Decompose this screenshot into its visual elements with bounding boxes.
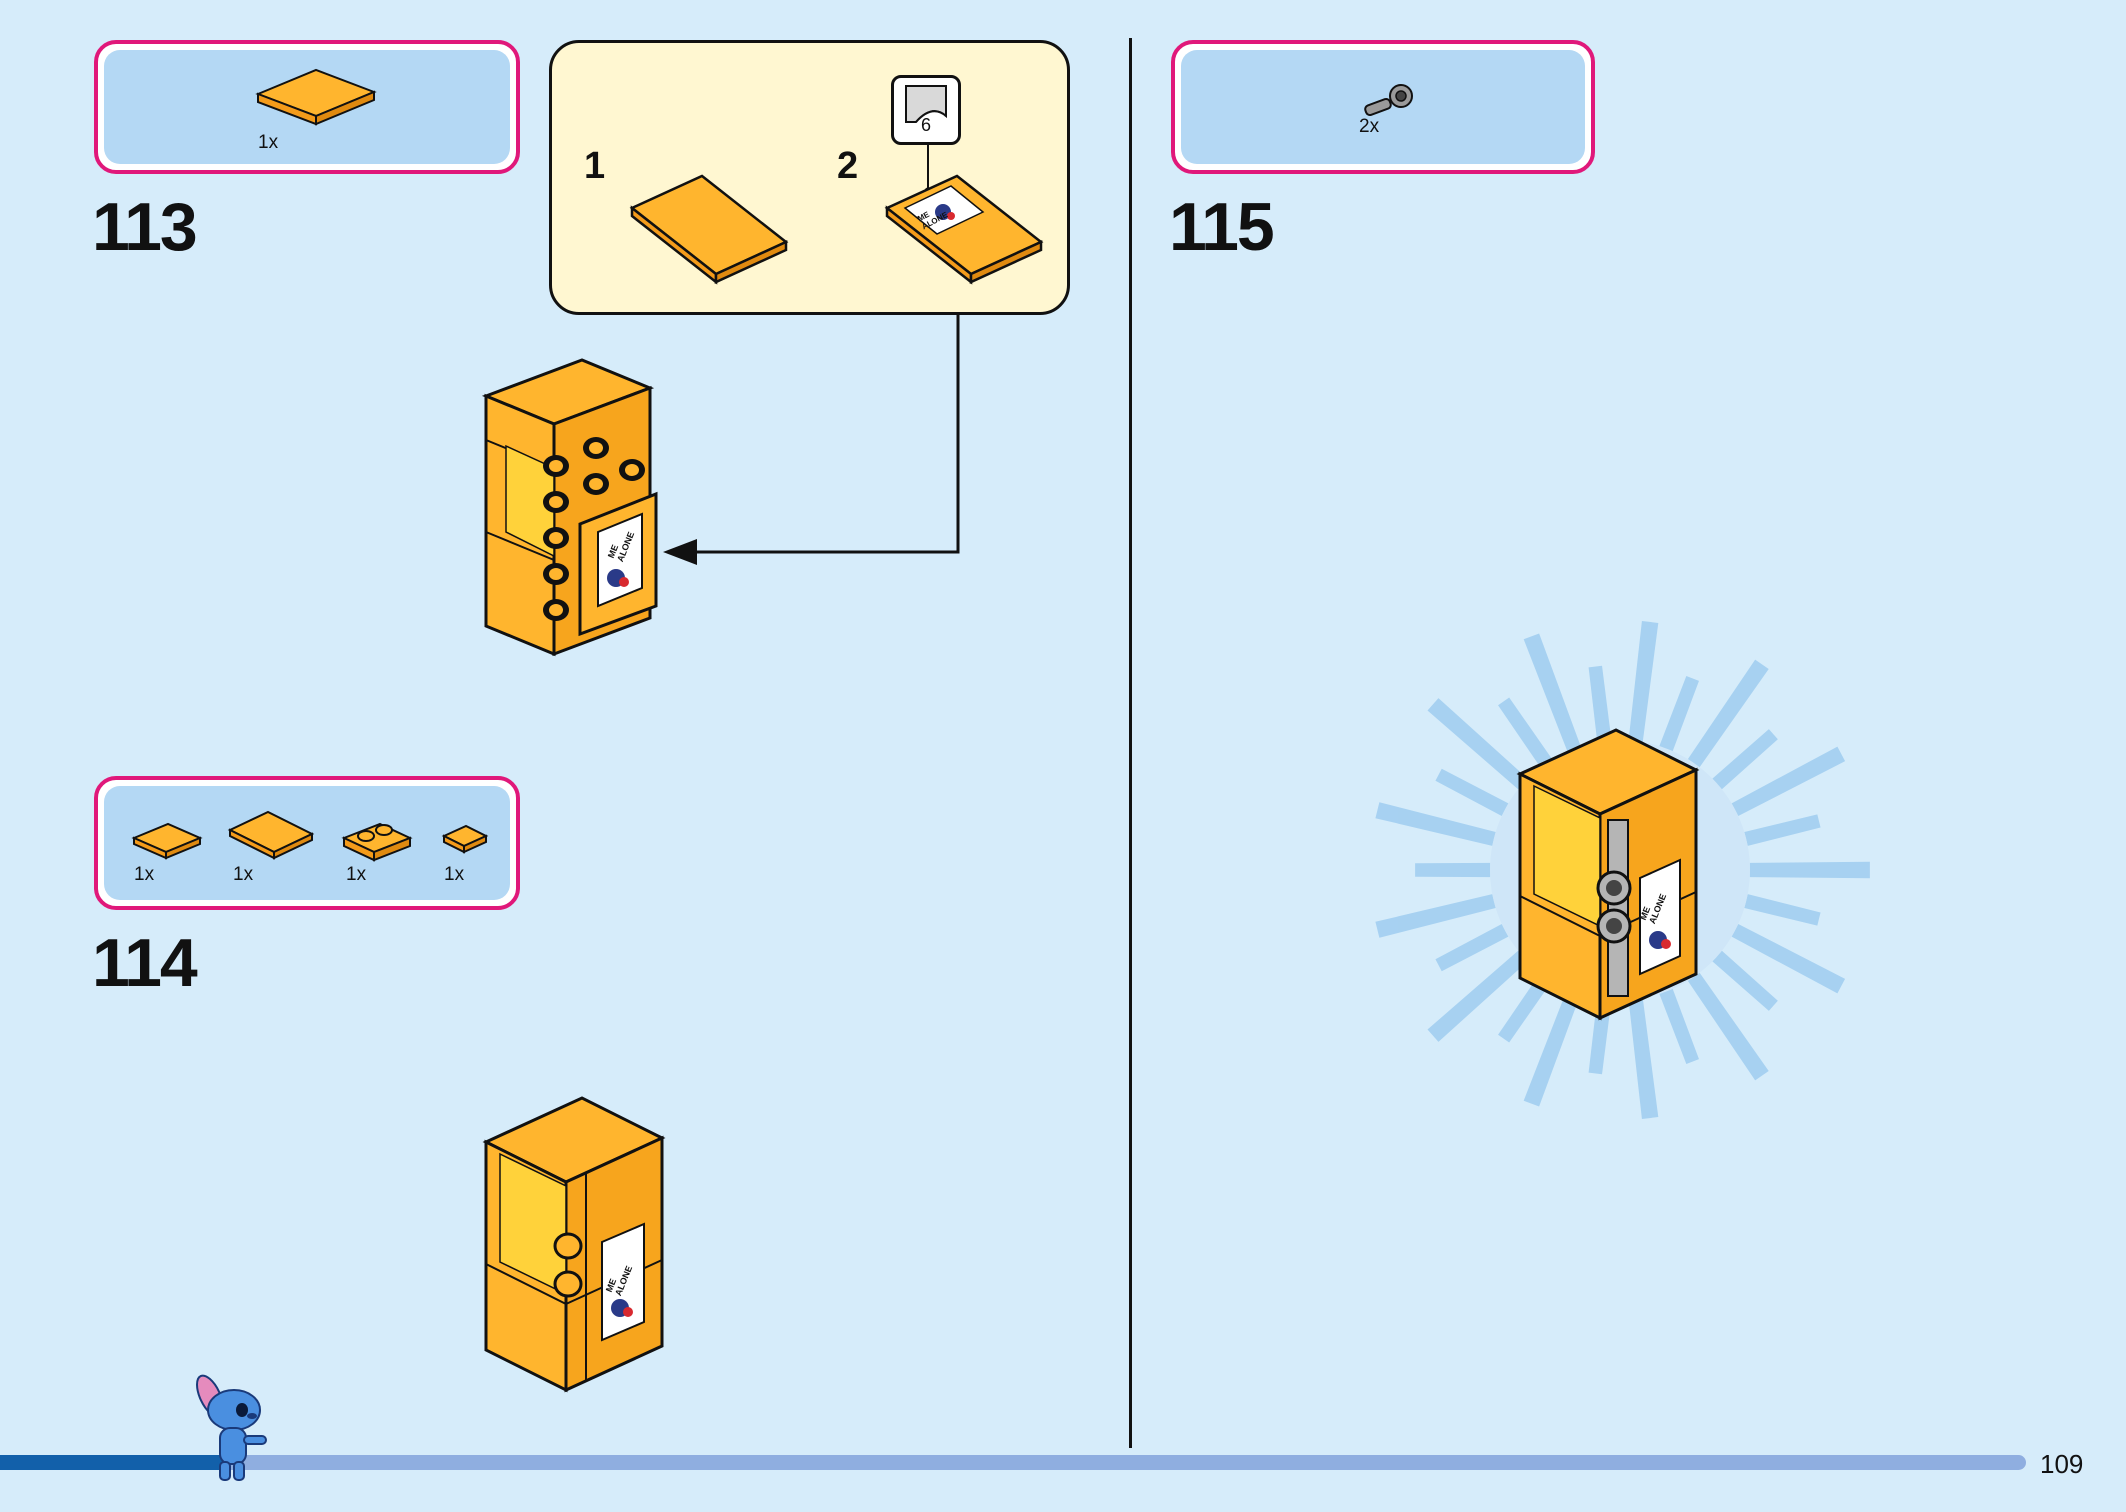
model-step-114: [482, 1096, 666, 1393]
orange-plate-1x2-icon: [341, 822, 413, 862]
step-number-113: 113: [92, 189, 198, 265]
burst-ray: [1588, 665, 1612, 743]
part-qty: 1x: [258, 132, 279, 153]
orange-tile-2x4-icon: [629, 174, 789, 285]
column-divider: [1129, 38, 1132, 1448]
burst-ray: [1749, 861, 1870, 879]
burst-ray: [1744, 894, 1821, 926]
parts-box-step-114: 1x 1x 1x 1x: [94, 776, 520, 910]
part-qty: 1x: [444, 864, 465, 885]
burst-ray: [1375, 894, 1496, 938]
parts-box-step-113: 1x: [94, 40, 520, 174]
burst-ray: [1687, 659, 1769, 768]
burst-ray: [1659, 988, 1699, 1064]
stitch-character-icon: [196, 1374, 267, 1481]
burst-ray: [1523, 988, 1581, 1107]
orange-tile-2x4-icon: [255, 68, 377, 126]
burst-ray: [1427, 950, 1528, 1042]
burst-ray: [1731, 746, 1846, 817]
callout-arrow: [663, 312, 960, 565]
orange-tile-2x2-icon: [131, 822, 203, 860]
burst-ray: [1687, 972, 1769, 1081]
orange-tile-with-sticker-icon: [884, 174, 1044, 285]
burst-ray: [1427, 698, 1528, 790]
progress-bar-fill: [0, 1455, 226, 1470]
burst-ray: [1744, 814, 1821, 846]
burst-ray: [1659, 676, 1699, 752]
model-step-113: [481, 358, 658, 657]
part-qty: 1x: [134, 864, 155, 885]
model-step-115: [1516, 728, 1700, 1021]
sticker-sheet-icon: [905, 85, 947, 123]
sticker-number: 6: [921, 115, 932, 135]
step-number-114: 114: [92, 925, 198, 1001]
burst-ray: [1628, 997, 1659, 1120]
sub-step-number: 2: [837, 145, 859, 187]
part-qty: 1x: [346, 864, 367, 885]
burst-ray: [1588, 997, 1612, 1075]
burst-ray: [1498, 972, 1553, 1043]
burst-ray: [1375, 802, 1496, 846]
burst-ray: [1628, 620, 1659, 743]
burst-ray: [1731, 923, 1846, 994]
burst-ray: [1415, 862, 1491, 878]
progress-bar-track: [206, 1455, 2026, 1470]
gray-hinge-clip-icon: [1364, 84, 1413, 117]
sub-step-number: 1: [584, 145, 606, 187]
burst-ray: [1712, 950, 1778, 1011]
part-qty: 1x: [233, 864, 254, 885]
burst-ray: [1712, 729, 1778, 790]
burst-ray: [1523, 633, 1581, 752]
page-number: 109: [2040, 1449, 2084, 1479]
sticker-callout: 6: [891, 75, 961, 145]
step-number-115: 115: [1169, 189, 1275, 265]
burst-ray: [1435, 923, 1509, 972]
burst-ray: [1498, 697, 1553, 768]
burst-ray: [1435, 768, 1509, 817]
orange-tile-1x2-icon: [441, 824, 489, 854]
parts-box-step-115: 2x: [1171, 40, 1595, 174]
part-qty: 2x: [1359, 116, 1380, 137]
orange-tile-2x3-icon: [227, 810, 315, 860]
